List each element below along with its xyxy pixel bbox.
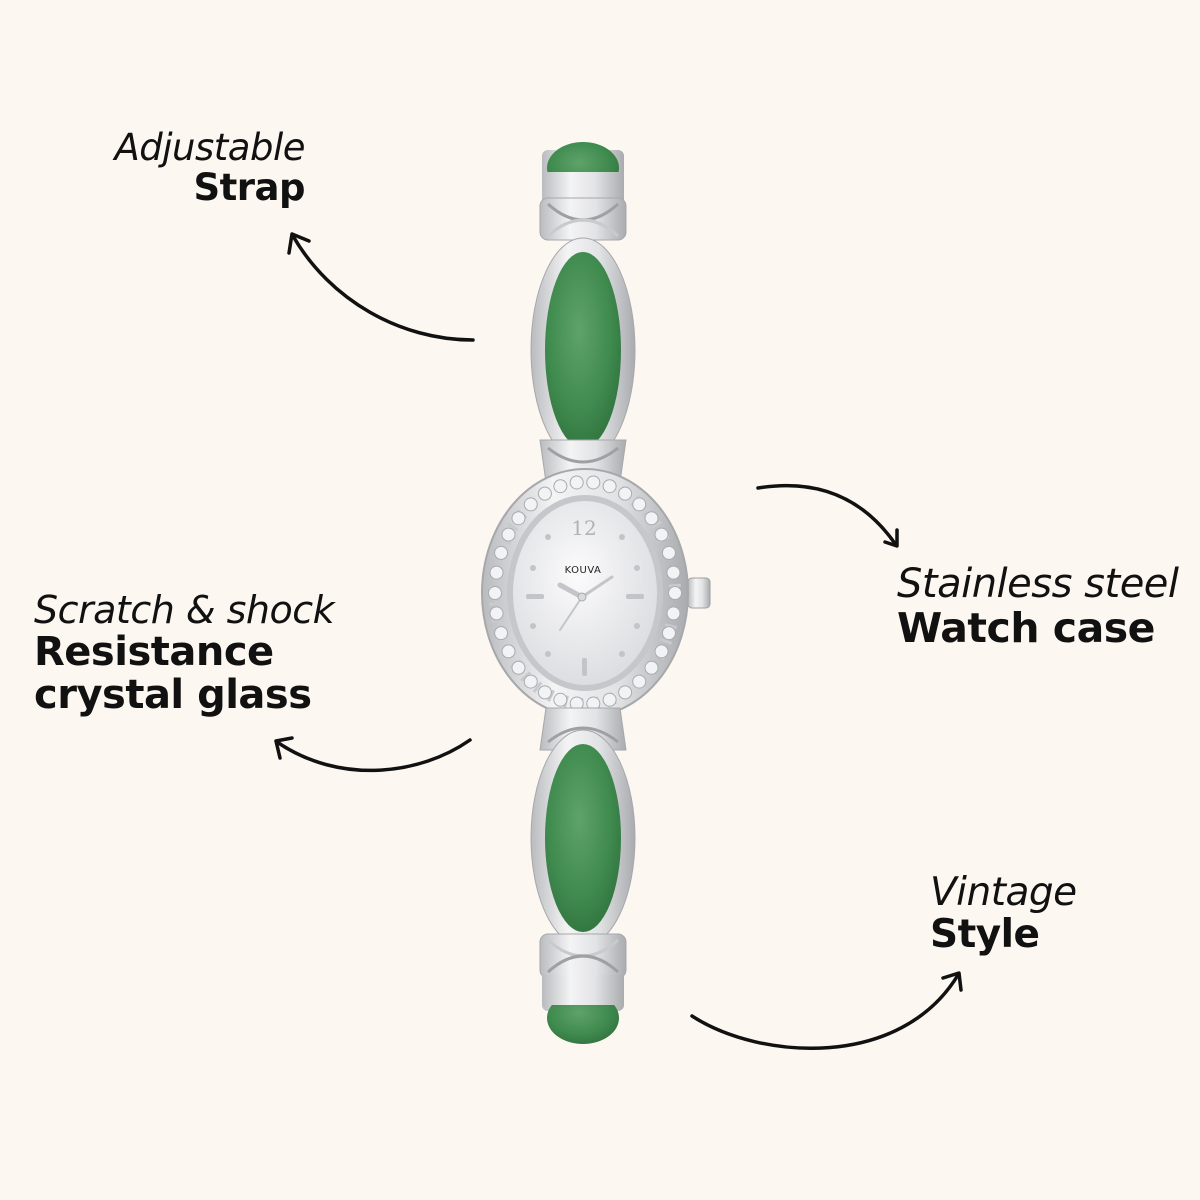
arrow-left-icon [275, 738, 472, 773]
callout-bold-line-2: crystal glass [34, 672, 312, 719]
callout-adjustable-strap: Adjustable Strap [114, 128, 305, 208]
callout-italic: Vintage [930, 870, 1077, 915]
dial [513, 501, 657, 685]
callout-bold: Strap [193, 165, 305, 209]
dial-markers [526, 534, 644, 676]
callout-italic: Adjustable [114, 126, 305, 169]
bottom-cap-stone [542, 975, 624, 1044]
bezel-crystals [488, 475, 682, 711]
callout-stainless-case: Stainless steel Watch case [897, 561, 1179, 653]
watch-hands [557, 575, 614, 631]
callout-vintage-style: Vintage Style [930, 870, 1077, 958]
callout-bold: Watch case [897, 604, 1155, 653]
top-marquise-stone [530, 237, 636, 463]
arrow-down-right-icon [756, 483, 898, 547]
dial-numeral-12: 12 [571, 516, 596, 540]
callout-bold-line-1: Resistance [34, 629, 274, 676]
arrow-up-right-icon [690, 973, 960, 1050]
bottom-x-link [539, 933, 627, 979]
callout-scratch-resistance: Scratch & shock Resistance crystal glass [34, 588, 335, 719]
brand-logo: KOUVA [565, 565, 602, 576]
arrow-up-left-icon [291, 234, 475, 342]
callout-bold: Style [930, 912, 1040, 958]
callout-italic: Scratch & shock [34, 588, 335, 632]
crown [687, 577, 711, 609]
bottom-marquise-stone [530, 729, 636, 947]
watch-case [481, 468, 711, 718]
callout-italic: Stainless steel [897, 561, 1179, 607]
top-cap-stone [542, 142, 624, 202]
top-x-link [539, 197, 627, 241]
